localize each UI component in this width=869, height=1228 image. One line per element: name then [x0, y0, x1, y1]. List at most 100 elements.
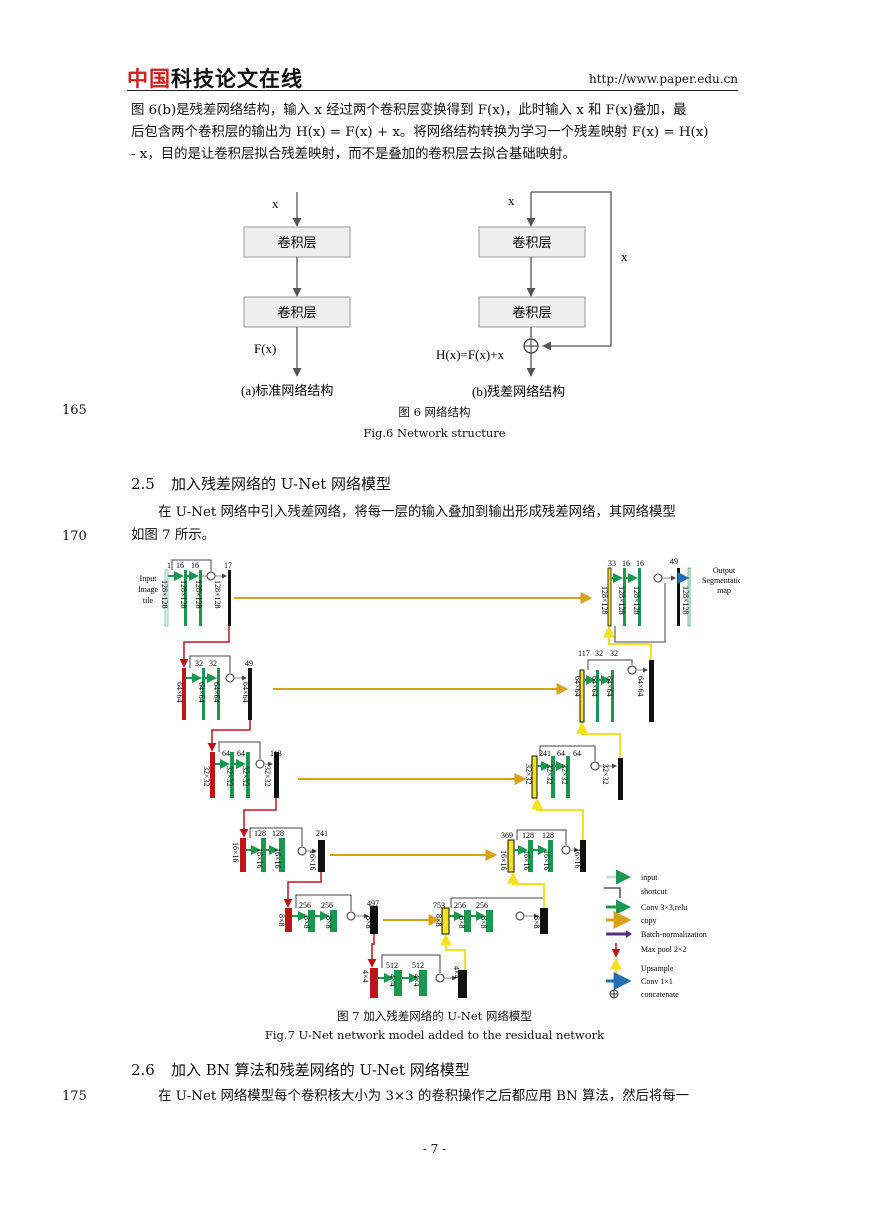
section-title: 加入残差网络的 U-Net 网络模型	[171, 475, 392, 493]
fig7-dec-level-32: 241 64 64 32×32 32×32 32×32 32×32	[524, 745, 623, 800]
svg-text:Input: Input	[140, 574, 158, 583]
svg-text:16: 16	[622, 559, 630, 568]
svg-text:32×32: 32×32	[241, 766, 250, 787]
svg-text:16×16: 16×16	[499, 850, 508, 871]
svg-text:64×64: 64×64	[197, 682, 206, 703]
fig6-left-caption: (a)标准网络结构	[241, 383, 333, 398]
svg-text:32: 32	[195, 659, 203, 668]
svg-text:128: 128	[254, 829, 266, 838]
svg-text:Output: Output	[713, 566, 736, 575]
fig6-right-skip-label: x	[621, 249, 628, 264]
fig7-upsample-5	[603, 625, 652, 660]
svg-text:128×128: 128×128	[194, 580, 203, 609]
svg-text:Upsample: Upsample	[641, 964, 674, 973]
svg-text:8×8: 8×8	[324, 916, 333, 929]
svg-text:shortcut: shortcut	[641, 887, 668, 896]
svg-text:117: 117	[578, 649, 590, 658]
fig7-maxpool-5	[367, 934, 377, 968]
svg-text:256: 256	[321, 901, 333, 910]
svg-text:128×128: 128×128	[213, 580, 222, 609]
svg-text:16×16: 16×16	[542, 850, 551, 871]
svg-text:8×8: 8×8	[457, 916, 466, 929]
svg-text:16×16: 16×16	[231, 842, 240, 863]
svg-text:Batch-normalization: Batch-normalization	[641, 930, 707, 939]
svg-text:49: 49	[670, 557, 678, 566]
svg-text:64×64: 64×64	[241, 682, 250, 703]
fig6-left-conv-label-2: 卷积层	[277, 305, 316, 320]
svg-text:32×32: 32×32	[263, 766, 272, 787]
svg-text:64×64: 64×64	[175, 682, 184, 703]
svg-text:8×8: 8×8	[434, 914, 443, 927]
section-2-5-line-2: 如图 7 所示。	[131, 528, 215, 543]
fig6-right-conv-label-1: 卷积层	[512, 235, 551, 250]
section-2-5-heading: 2.5 加入残差网络的 U-Net 网络模型	[131, 473, 391, 494]
line-number: 175	[62, 1089, 87, 1104]
svg-text:32×32: 32×32	[225, 766, 234, 787]
fig6-right-output: H(x)=F(x)+x	[436, 347, 505, 362]
figure-6-diagram: x 卷积层 卷积层 F(x) (a)标准网络结构 x x 卷积层 卷积层 H(x…	[241, 191, 628, 399]
journal-url[interactable]: http://www.paper.edu.cn	[588, 72, 738, 86]
svg-text:Image: Image	[138, 585, 158, 594]
svg-text:32×32: 32×32	[601, 764, 610, 785]
fig7-upsample-1	[440, 933, 466, 970]
figure-6-caption-cn: 图 6 网络结构	[398, 405, 471, 419]
header-rule	[127, 90, 738, 91]
svg-text:64×64: 64×64	[212, 682, 221, 703]
svg-text:32: 32	[209, 659, 217, 668]
svg-text:64×64: 64×64	[573, 676, 582, 697]
svg-text:32×32: 32×32	[202, 766, 211, 787]
line-number: 165	[62, 403, 87, 418]
svg-text:32: 32	[595, 649, 603, 658]
fig7-enc-level-5: 256 256 497 8×8 8×8 8×8 8×8	[277, 894, 379, 934]
svg-text:64×64: 64×64	[605, 676, 614, 697]
svg-text:Segmentation: Segmentation	[702, 576, 740, 585]
svg-text:128: 128	[272, 829, 284, 838]
fig7-input-label: Input Image tile	[138, 574, 158, 605]
legend-input: input	[606, 869, 658, 885]
svg-text:128×128: 128×128	[600, 586, 609, 615]
paragraph-line: 图 6(b)是残差网络结构，输入 x 经过两个卷积层变换得到 F(x)，此时输入…	[131, 103, 687, 118]
legend-conv-relu: Conv 3×3,relu	[606, 899, 687, 915]
legend-copy: copy	[606, 911, 657, 929]
fig7-upsample-4	[576, 721, 621, 758]
svg-text:concatenate: concatenate	[641, 990, 679, 999]
svg-text:32×32: 32×32	[545, 764, 554, 785]
svg-text:753: 753	[433, 901, 445, 910]
fig7-maxpool-1	[179, 626, 230, 668]
legend-shortcut: shortcut	[604, 887, 668, 898]
fig6-right-conv-box-1	[478, 226, 586, 258]
section-2-5-line-1: 在 U-Net 网络中引入残差网络，将每一层的输入叠加到输出形成残差网络，其网络…	[158, 505, 676, 520]
section-number: 2.5	[131, 475, 155, 493]
svg-text:256: 256	[454, 901, 466, 910]
fig6-left-conv-box-2	[243, 296, 351, 328]
svg-text:32×32: 32×32	[560, 764, 569, 785]
paragraph-line: 后包含两个卷积层的输出为 H(x) = F(x) + x。将网络结构转换为学习一…	[131, 125, 709, 140]
legend-concatenate: concatenate	[609, 989, 679, 999]
svg-text:64×64: 64×64	[590, 676, 599, 697]
svg-text:8×8: 8×8	[302, 916, 311, 929]
svg-text:128×128: 128×128	[632, 586, 641, 615]
svg-text:32: 32	[610, 649, 618, 658]
svg-text:49: 49	[245, 659, 253, 668]
figure-7-unet-diagram: Input Image tile Output Segmentation map…	[138, 557, 740, 999]
svg-text:128×128: 128×128	[179, 580, 188, 609]
journal-logo: 中国科技论文在线	[127, 67, 303, 91]
svg-text:16×16: 16×16	[273, 848, 282, 869]
fig7-maxpool-3	[239, 798, 277, 838]
svg-text:16×16: 16×16	[255, 848, 264, 869]
svg-text:369: 369	[501, 831, 513, 840]
svg-text:16×16: 16×16	[308, 850, 317, 871]
svg-text:16: 16	[191, 561, 199, 570]
svg-text:1: 1	[167, 561, 171, 570]
svg-text:128×128: 128×128	[617, 586, 626, 615]
svg-text:128×128: 128×128	[681, 586, 690, 615]
paragraph-line: - x，目的是让卷积层拟合残差映射，而不是叠加的卷积层去拟合基础映射。	[131, 147, 576, 162]
svg-text:4×4: 4×4	[412, 974, 421, 987]
svg-text:copy: copy	[641, 916, 657, 925]
figure-7-caption-cn: 图 7 加入残差网络的 U-Net 网络模型	[337, 1009, 532, 1023]
fig7-enc-level-1: 1 16 16 17 128×128 128×128 128×128 128×1…	[160, 559, 232, 627]
svg-text:128: 128	[542, 831, 554, 840]
fig6-left-input: x	[272, 196, 279, 211]
fig6-add-node	[523, 338, 539, 354]
